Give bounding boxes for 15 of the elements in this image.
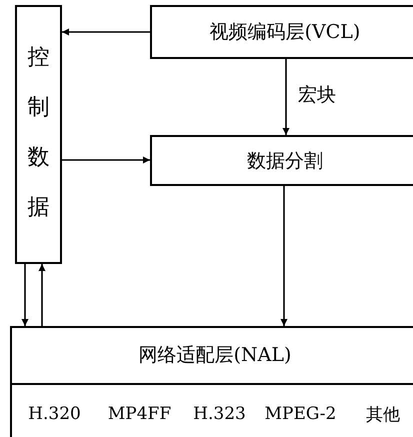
- arrow: [282, 59, 290, 135]
- arrow: [21, 264, 29, 326]
- arrow: [38, 264, 46, 326]
- table-cell: MP4FF: [97, 383, 184, 437]
- process-box: 视频编码层(VCL): [150, 5, 413, 59]
- layer-title: 网络适配层(NAL): [138, 343, 292, 368]
- process-box: [10, 326, 413, 437]
- table-cell: H.323: [182, 383, 259, 437]
- arrow: [280, 186, 288, 326]
- arrow: [62, 156, 150, 164]
- process-box: 数据分割: [150, 135, 413, 186]
- vertical-box: 控制数据: [15, 5, 62, 264]
- table-cell: 其他: [344, 383, 413, 437]
- arrow: [62, 28, 150, 36]
- table-cell: MPEG-2: [257, 383, 346, 437]
